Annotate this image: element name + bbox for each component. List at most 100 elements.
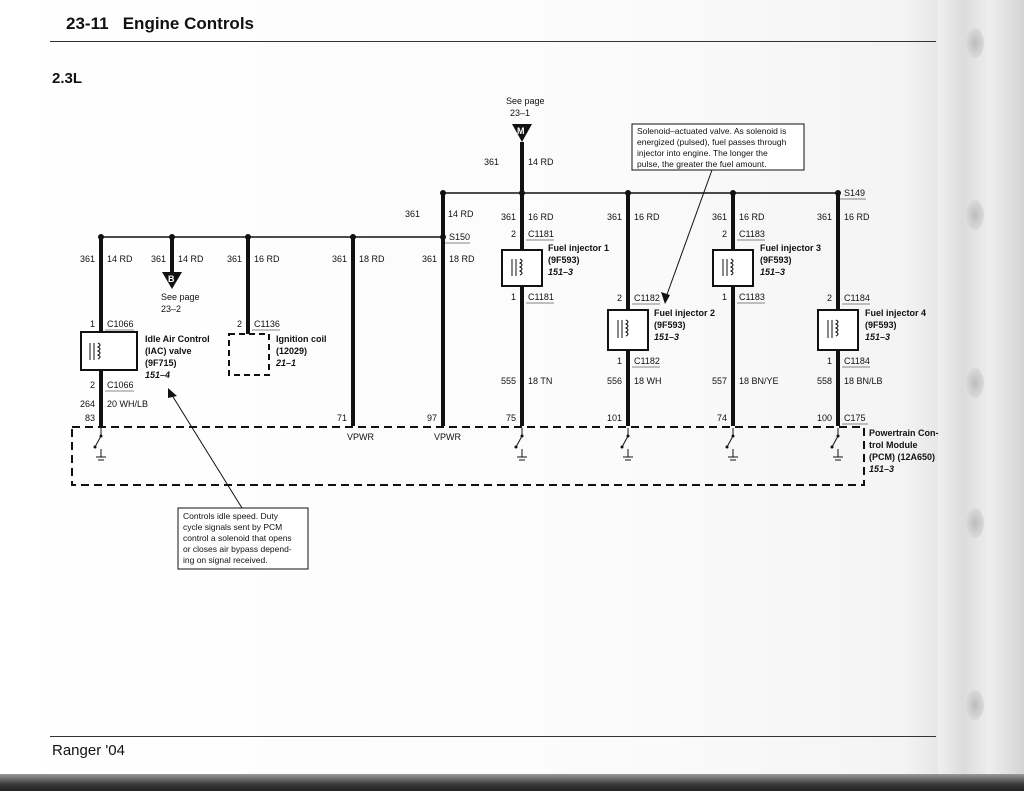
pcm-driver-switch (726, 428, 738, 461)
coil-wire: 16 RD (254, 254, 280, 264)
svg-text:2: 2 (827, 293, 832, 303)
svg-text:Idle Air Control: Idle Air Control (145, 334, 210, 344)
binder-hole (966, 690, 984, 720)
iac-circuit: 361 (80, 254, 95, 264)
page-header: 23-11 Engine Controls (66, 14, 254, 34)
inj2-top-connector: C1182 (634, 293, 660, 303)
inj3-wire: 16 RD (739, 212, 765, 222)
marker-b: B (168, 274, 175, 284)
iac-out-circuit: 264 (80, 399, 95, 409)
svg-text:Ignition coil: Ignition coil (276, 334, 327, 344)
vpwr-label-2: VPWR (434, 432, 462, 442)
svg-text:ing on signal received.: ing on signal received. (183, 555, 268, 565)
inj3-out-wire: 18 BN/YE (739, 376, 779, 386)
pcm71-wire: 18 RD (359, 254, 385, 264)
svg-text:trol Module: trol Module (869, 440, 918, 450)
iac-wire: 14 RD (107, 254, 133, 264)
idle-note: Controls idle speed. Duty cycle signals … (168, 388, 309, 570)
svg-text:Fuel injector 1: Fuel injector 1 (548, 243, 609, 253)
inj2-wire: 16 RD (634, 212, 660, 222)
pcm-box (71, 426, 865, 486)
page-footer: Ranger '04 (52, 742, 125, 759)
inj2-out-wire: 18 WH (634, 376, 662, 386)
splice-dot (625, 190, 631, 196)
inj4-out-wire: 18 BN/LB (844, 376, 883, 386)
scan-bottom-edge (0, 774, 1024, 791)
binder-hole (966, 368, 984, 398)
vpwr-label-1: VPWR (347, 432, 375, 442)
splice-s149: S149 (844, 188, 865, 198)
svg-text:151–3: 151–3 (760, 267, 785, 277)
splice-dot (730, 190, 736, 196)
svg-text:Solenoid–actuated valve. As so: Solenoid–actuated valve. As solenoid is (637, 126, 786, 136)
inj4-bottom-connector: C1184 (844, 356, 870, 366)
inj1-circuit: 361 (501, 212, 516, 222)
coil-connector: C1136 (254, 319, 280, 329)
footer-rule (50, 736, 936, 737)
see-page-left-label: See page (161, 292, 200, 302)
pcm-pin-iac: 83 (85, 413, 95, 423)
fuel-injector-4: 2 C1184 Fuel injector 4 (9F593) 151–3 1 … (817, 293, 926, 368)
svg-text:(9F593): (9F593) (865, 320, 897, 330)
pcm-connector: C175 (844, 413, 866, 423)
binder-hole (966, 200, 984, 230)
coil-circuit: 361 (227, 254, 242, 264)
splice-dot (440, 190, 446, 196)
solenoid-note: Solenoid–actuated valve. As solenoid is … (631, 123, 805, 304)
header-rule (50, 41, 936, 42)
svg-text:2: 2 (90, 380, 95, 390)
marker-m: M (517, 126, 525, 136)
svg-text:energized (pulsed), fuel passe: energized (pulsed), fuel passes through (637, 137, 787, 147)
svg-text:151–3: 151–3 (548, 267, 573, 277)
splice-dot (440, 234, 446, 240)
svg-text:(9F715): (9F715) (145, 358, 177, 368)
splice-dot (350, 234, 356, 240)
inj1-out-circuit: 555 (501, 376, 516, 386)
svg-text:2: 2 (722, 229, 727, 239)
fuel-injector-2: 2 C1182 Fuel injector 2 (9F593) 151–3 1 … (607, 293, 715, 368)
svg-text:cycle signals sent by PCM: cycle signals sent by PCM (183, 522, 282, 532)
svg-text:21–1: 21–1 (275, 358, 296, 368)
pcm-pin-inj2: 101 (607, 413, 622, 423)
arrowhead-icon (168, 388, 177, 398)
inj3-top-connector: C1183 (739, 229, 765, 239)
pcm-driver-switch (515, 428, 527, 461)
see-page-left-number: 23–2 (161, 304, 181, 314)
svg-text:151–4: 151–4 (145, 370, 170, 380)
binder-hole (966, 508, 984, 538)
page-binding-edge (938, 0, 1024, 791)
solenoid-coil-icon (96, 342, 101, 360)
splice-dot (245, 234, 251, 240)
fuel-injector-1: 2 C1181 Fuel injector 1 (9F593) 151–3 1 … (501, 229, 609, 304)
section-number: 23-11 (66, 14, 109, 33)
svg-text:Controls idle speed. Duty: Controls idle speed. Duty (183, 511, 279, 521)
svg-text:Fuel injector 2: Fuel injector 2 (654, 308, 715, 318)
splice-dot (169, 234, 175, 240)
iac-bottom-connector: C1066 (107, 380, 134, 390)
see-page-top-number: 23–1 (510, 108, 530, 118)
arrowhead-icon (661, 292, 670, 304)
b-wire: 14 RD (178, 254, 204, 264)
section-title: Engine Controls (122, 14, 254, 33)
pcm-driver-switch (831, 428, 843, 461)
solenoid-coil-icon (729, 258, 734, 276)
inj2-circuit: 361 (607, 212, 622, 222)
iac-valve: 1 C1066 2 C1066 Idle Air Control (IAC) v… (80, 319, 210, 392)
pcm97-circuit: 361 (422, 254, 437, 264)
solenoid-coil-icon (834, 319, 839, 337)
svg-text:151–3: 151–3 (869, 464, 894, 474)
svg-text:(PCM) (12A650): (PCM) (12A650) (869, 452, 935, 462)
inj4-top-connector: C1184 (844, 293, 870, 303)
pcm-pin-71: 71 (337, 413, 347, 423)
inj4-wire: 16 RD (844, 212, 870, 222)
svg-text:(9F593): (9F593) (548, 255, 580, 265)
feed-wire-color: 14 RD (528, 157, 554, 167)
svg-text:(IAC) valve: (IAC) valve (145, 346, 192, 356)
svg-text:1: 1 (827, 356, 832, 366)
connector-b-icon (162, 272, 182, 289)
svg-text:(9F593): (9F593) (760, 255, 792, 265)
inj3-circuit: 361 (712, 212, 727, 222)
svg-text:1: 1 (722, 292, 727, 302)
splice-dot (98, 234, 104, 240)
svg-text:2: 2 (617, 293, 622, 303)
